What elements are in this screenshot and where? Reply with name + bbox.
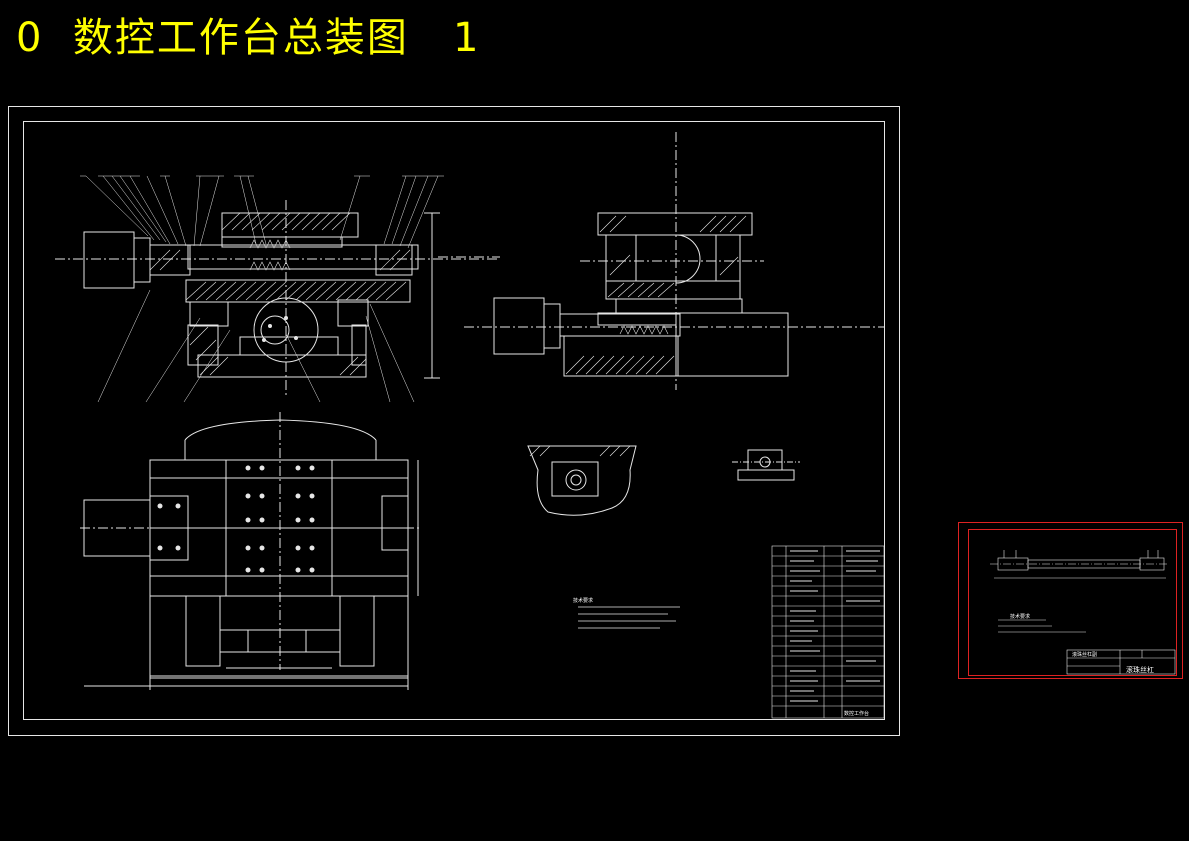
bom-text-strokes (790, 550, 880, 702)
detail-title-block-sub: 滚珠丝杠副 (1072, 651, 1097, 658)
detail-view-b (732, 449, 800, 481)
detail-tech-notes-heading: 技术要求 (1010, 613, 1030, 620)
front-view (55, 200, 500, 395)
tech-notes-heading: 技术要求 (573, 597, 593, 604)
detail-sheet-outer-border[interactable] (958, 522, 1183, 679)
front-view-leaders (80, 175, 444, 403)
detail-a-hatching (529, 445, 631, 457)
side-view-hatching (565, 215, 747, 375)
top-view-bolts (157, 316, 315, 573)
detail-view-a (527, 445, 637, 516)
side-view (464, 132, 884, 390)
detail-sheet-drawing (990, 550, 1176, 675)
main-sheet-inner-border (23, 121, 885, 720)
tech-notes-lines (578, 606, 680, 629)
detail-sheet-inner-border (968, 529, 1177, 676)
drawing-title: 0 数控工作台总装图 1 (16, 15, 481, 61)
top-view (80, 412, 420, 690)
title-block-name: 数控工作台 (844, 710, 869, 717)
bom-table (771, 545, 885, 719)
detail-title-block-name: 滚珠丝杠 (1126, 665, 1154, 674)
front-view-hatching (149, 212, 411, 376)
main-sheet-outer-border[interactable] (8, 106, 900, 736)
